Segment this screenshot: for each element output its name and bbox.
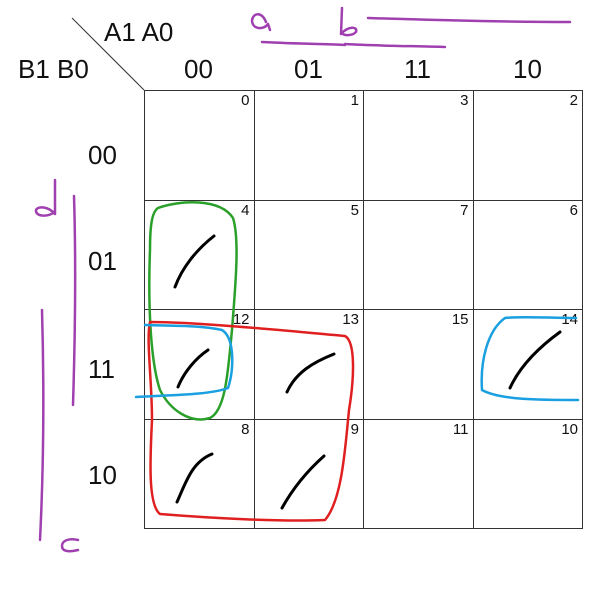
kmap-cell: 15 [364,310,474,420]
minterm-index: 8 [241,420,250,438]
minterm-index: 4 [241,201,250,219]
column-header-10: 10 [513,54,542,84]
minterm-index: 7 [460,201,469,219]
kmap-cell: 10 [473,419,583,529]
kmap-cell: 13 [254,310,364,420]
minterm-index: 1 [350,92,359,109]
kmap-cell: 11 [364,419,474,529]
column-variables-label: A1 A0 [104,17,174,47]
minterm-index: 14 [561,311,578,328]
kmap-cell: 5 [254,200,364,310]
variable-a-bar [250,13,347,47]
kmap-cell: 8 [145,419,255,529]
column-header-00: 00 [184,54,213,84]
kmap-cell: 0 [145,91,255,201]
minterm-index: 12 [232,311,250,328]
minterm-index: 9 [350,420,359,438]
minterm-index: 10 [561,420,578,438]
row-header-01: 01 [88,246,117,276]
minterm-index: 3 [460,92,469,109]
kmap-cell: 9 [254,419,364,529]
group-red-loop [147,320,355,522]
minterm-index: 0 [241,92,250,109]
variable-d-bar [34,178,77,407]
minterm-index: 2 [569,92,578,109]
minterm-index: 11 [452,420,469,438]
kmap-cell: 7 [364,200,474,310]
minterm-index: 5 [350,201,359,219]
kmap-cell: 1 [254,91,364,201]
kmap-cell: 4 [145,200,255,310]
row-header-11: 11 [88,354,115,384]
row-variables-label: B1 B0 [18,54,89,84]
kmap-cell: 3 [364,91,474,201]
column-header-11: 11 [404,54,431,84]
kmap-cell: 14 [473,310,583,420]
one-marks [173,234,562,510]
variable-c-bar [38,308,80,553]
minterm-index: 15 [451,311,469,328]
karnaugh-map-grid: 0 1 3 2 4 5 7 6 12 13 15 14 8 9 11 10 [144,90,583,529]
kmap-cell: 6 [473,200,583,310]
variable-b-bar [339,6,572,49]
kmap-cell: 2 [473,91,583,201]
row-header-10: 10 [88,460,117,490]
group-green-loop [148,201,238,421]
minterm-index: 13 [342,311,359,328]
group-blue-right [480,315,580,402]
row-header-00: 00 [88,140,117,170]
group-blue-left [134,323,234,399]
minterm-index: 6 [569,201,578,219]
column-header-01: 01 [294,54,323,84]
